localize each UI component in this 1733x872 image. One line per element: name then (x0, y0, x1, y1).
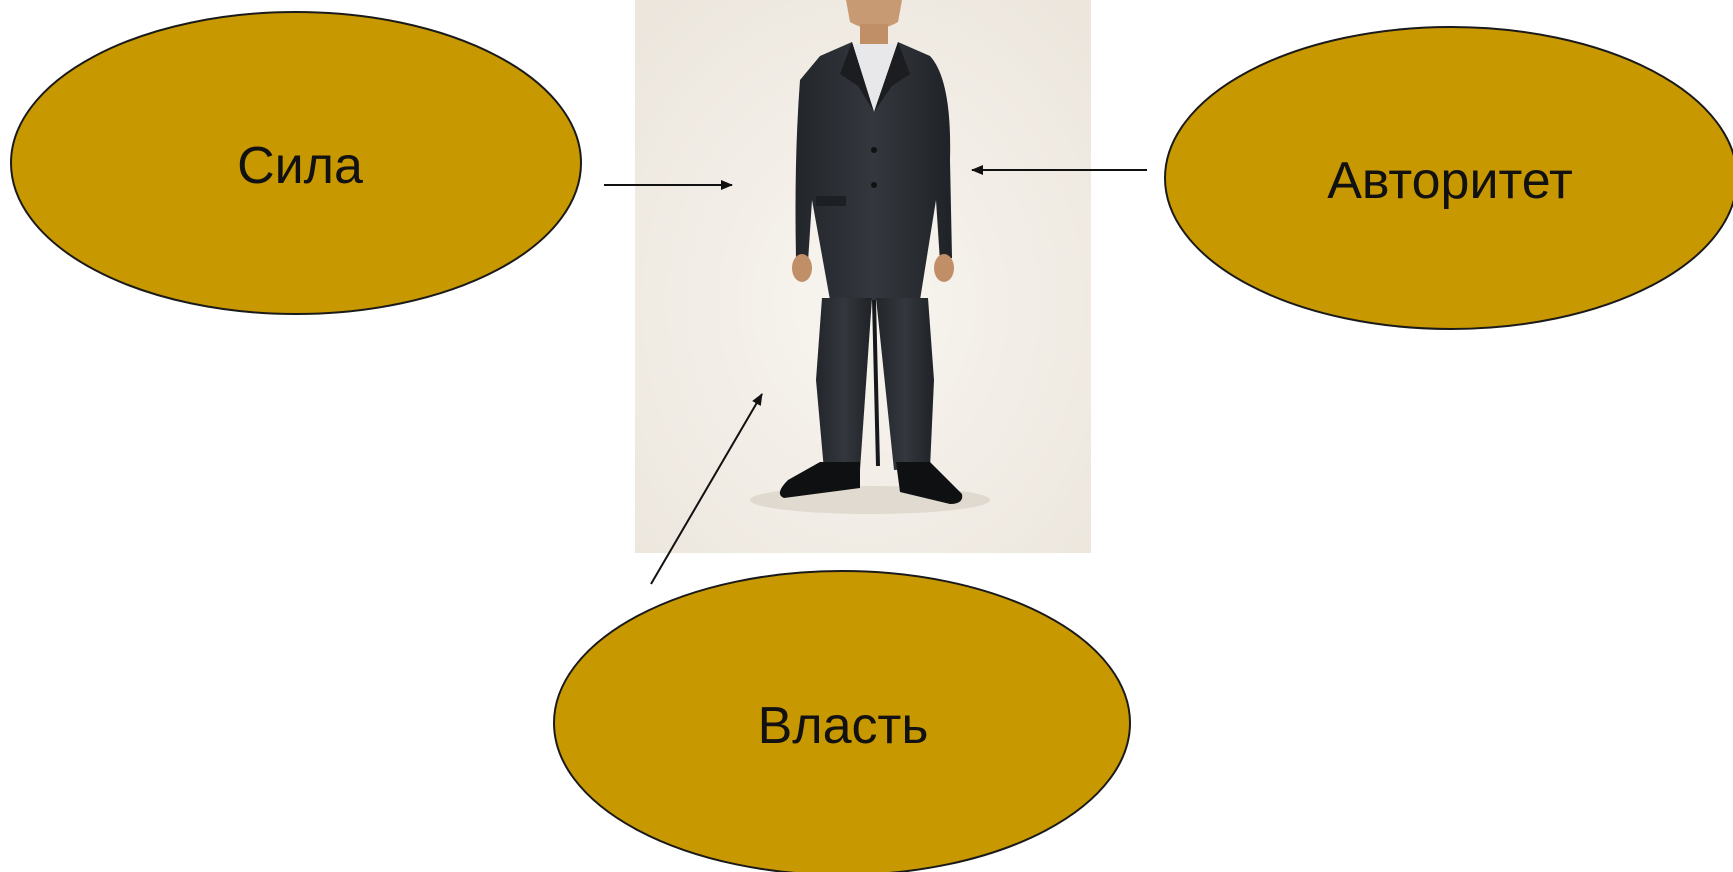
node-avtoritet-shape (1164, 26, 1733, 330)
node-sila: Сила (10, 11, 582, 315)
node-vlast-label: Власть (758, 697, 929, 755)
node-avtoritet-label: Авторитет (1327, 152, 1573, 210)
man-in-suit-photo (635, 0, 1091, 553)
node-vlast: Власть (553, 570, 1131, 872)
node-sila-label: Сила (237, 137, 363, 195)
node-sila-shape (10, 11, 582, 315)
arrow-vlast-to-center (650, 393, 763, 585)
node-avtoritet: Авторитет (1164, 26, 1733, 330)
node-vlast-shape (553, 570, 1131, 872)
